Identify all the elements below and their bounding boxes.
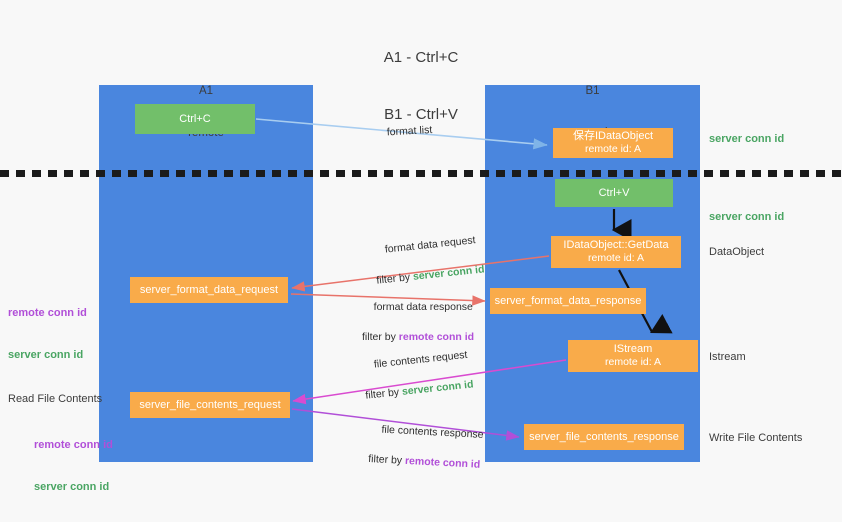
node-ctrl-c[interactable]: Ctrl+C [135,104,255,134]
node-server-format-data-request-label: server_format_data_request [139,283,279,296]
node-save-idataobject-line2: remote id: A [584,143,642,155]
node-save-idataobject[interactable]: 保存IDataObject remote id: A [553,128,673,158]
filter-conn-id: server conn id [401,378,475,398]
node-server-file-contents-request[interactable]: server_file_contents_request [130,392,290,418]
filter-conn-id: remote conn id [398,331,475,343]
phase-divider [0,170,842,177]
node-server-file-contents-request-label: server_file_contents_request [139,398,281,411]
edge-format-data-request [291,255,550,292]
edge-file-contents-response [291,408,520,441]
edge-label-file-contents-response-filter: filter by remote conn id [368,452,482,473]
node-server-format-data-response-label: server_format_data_response [494,294,642,307]
node-istream[interactable]: IStream remote id: A [568,340,698,372]
column-b1-name: B1 [585,85,600,97]
edge-label-format-data-response-title: format data response [373,301,473,313]
annotation-remote-conn-id: remote conn id [8,307,87,319]
node-istream-line2: remote id: A [604,356,662,368]
node-server-file-contents-response-label: server_file_contents_response [529,430,679,443]
column-a1-name: A1 [198,85,214,97]
annotation-write-file-contents: Write File Contents [709,432,803,444]
edge-label-file-contents-request-filter: filter by server conn id [365,377,475,403]
title-line-2: B1 - Ctrl+V [384,106,458,123]
node-save-idataobject-line1: 保存IDataObject [572,130,654,142]
node-idataobject-getdata[interactable]: IDataObject::GetData remote id: A [551,236,681,268]
diagram-canvas: A1 - Ctrl+C B1 - Ctrl+V A1 remote B1 con… [0,10,842,493]
annotation-remote-conn-id: remote conn id [34,439,113,451]
edge-label-format-data-request-title: format data request [384,234,477,256]
edge-label-file-contents-response: file contents response filter by remote … [366,407,484,503]
node-idataobject-getdata-line2: remote id: A [587,252,645,264]
annotation-dataobject: DataObject [709,246,765,258]
edge-label-format-data-response-filter: filter by remote conn id [362,330,474,345]
filter-conn-id: server conn id [412,263,486,283]
filter-prefix: filter by [362,331,399,343]
diagram-title: A1 - Ctrl+C B1 - Ctrl+V [0,10,842,162]
node-server-file-contents-response[interactable]: server_file_contents_response [524,424,684,450]
node-idataobject-getdata-line1: IDataObject::GetData [563,239,669,251]
filter-conn-id: remote conn id [404,454,481,471]
node-istream-line1: IStream [613,343,653,355]
annotation-server-conn-id: server conn id [34,481,110,493]
node-ctrl-c-label: Ctrl+C [179,112,211,125]
edge-label-file-contents-request-title: file contents request [373,348,469,371]
annotation-server-conn-id-mid: server conn id [709,211,785,223]
edge-file-contents-request [292,359,567,405]
annotation-server-conn-id: server conn id [8,349,84,361]
annotation-conn-ids-format: remote conn id server conn id [8,278,87,390]
edge-label-format-list: format list [374,108,433,156]
edge-format-list [255,118,548,150]
annotation-read-file-contents: Read File Contents [8,393,103,405]
node-ctrl-v[interactable]: Ctrl+V [555,179,673,207]
node-ctrl-v-label: Ctrl+V [598,186,630,199]
title-line-1: A1 - Ctrl+C [383,49,459,66]
annotation-istream: Istream [709,351,746,363]
edge-label-file-contents-response-title: file contents response [381,423,484,441]
node-server-format-data-response[interactable]: server_format_data_response [490,288,646,314]
node-server-format-data-request[interactable]: server_format_data_request [130,277,288,303]
annotation-server-conn-id-top: server conn id [709,133,785,145]
annotation-conn-ids-file: remote conn id server conn id [34,410,113,522]
filter-prefix: filter by [364,385,403,402]
edge-label-format-list-text: format list [386,123,433,139]
edge-label-format-data-response: format data response filter by remote co… [362,285,474,375]
edge-connectors [255,118,673,441]
filter-prefix: filter by [367,452,406,467]
edge-format-data-response [290,293,486,306]
